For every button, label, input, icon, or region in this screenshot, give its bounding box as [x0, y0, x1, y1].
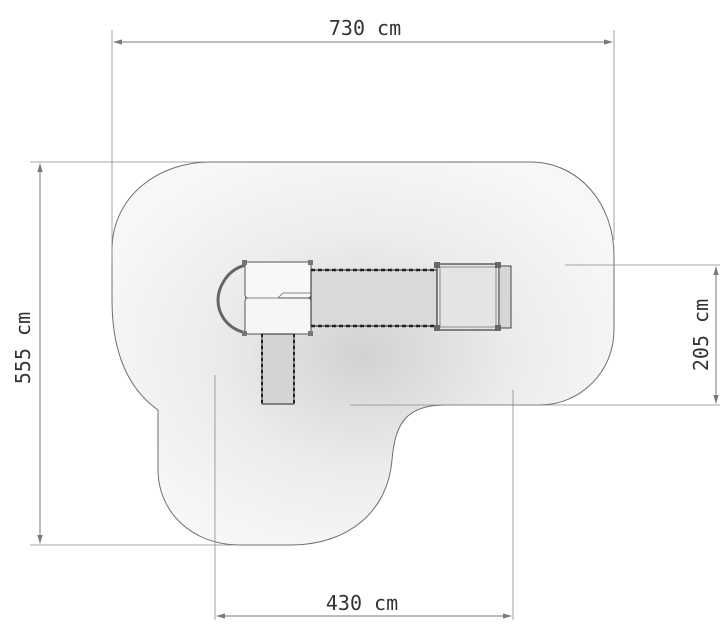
extension-lines: [30, 30, 720, 620]
dim-label-bottom: 430 cm: [326, 591, 398, 615]
play-structure: [216, 260, 512, 405]
dim-label-left: 555 cm: [11, 312, 35, 384]
safety-zone: [111, 161, 615, 546]
dim-label-top: 730 cm: [329, 16, 401, 40]
tower-right-extension: [498, 265, 512, 329]
slide: [261, 333, 295, 405]
curved-rail: [216, 263, 247, 335]
tower-right: [436, 263, 500, 331]
bridge-walkway: [310, 269, 438, 327]
tower-platform-lower: [244, 297, 312, 335]
dimension-lines: [37, 39, 719, 619]
dim-label-right: 205 cm: [689, 299, 713, 371]
